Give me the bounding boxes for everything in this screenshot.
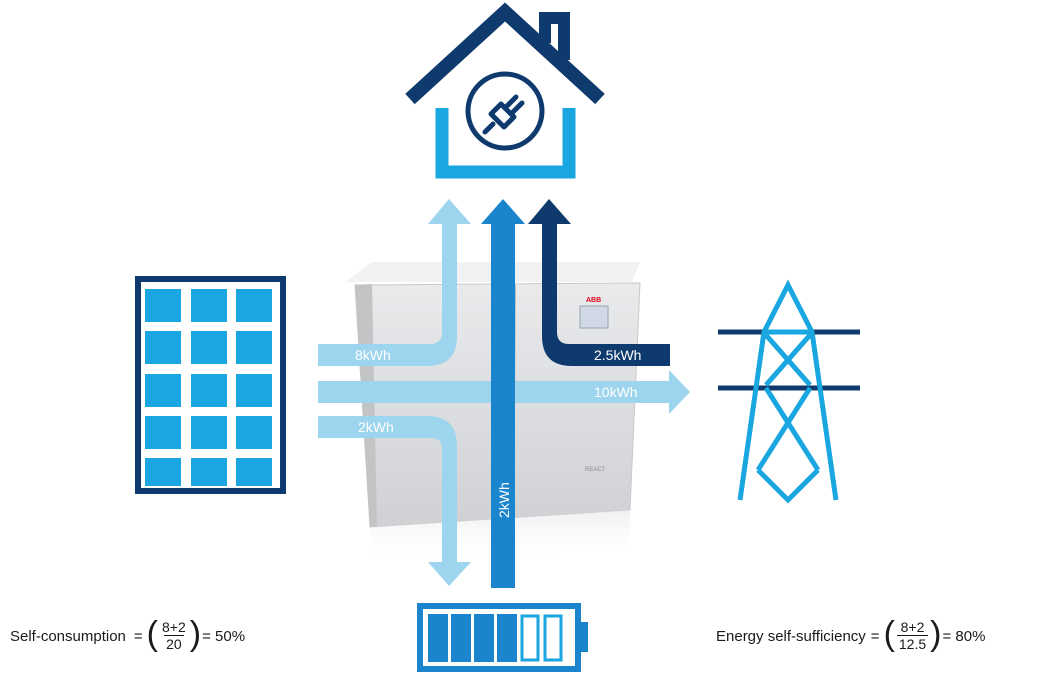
flow-label-grid-home: 2.5kWh bbox=[594, 347, 641, 363]
self-consumption-fraction: 8+2 20 bbox=[160, 620, 188, 651]
fraction-denominator: 12.5 bbox=[896, 635, 929, 652]
self-consumption-result: = 50% bbox=[202, 627, 246, 645]
battery-icon bbox=[417, 603, 588, 672]
house-icon bbox=[405, 2, 605, 179]
flow-label-battery-home: 2kWh bbox=[496, 482, 512, 518]
power-pylon-icon bbox=[718, 279, 860, 504]
equals-sign: = bbox=[133, 627, 143, 645]
flow-solar-to-battery: 2kWh bbox=[318, 416, 471, 586]
right-paren: ) bbox=[930, 615, 942, 653]
flow-label-solar-home: 8kWh bbox=[355, 347, 391, 363]
self-consumption-formula: Self-consumption = ( 8+2 20 ) = 50% bbox=[10, 615, 246, 653]
fraction-denominator: 20 bbox=[164, 635, 184, 652]
fraction-numerator: 8+2 bbox=[162, 619, 186, 636]
plug-icon bbox=[465, 71, 545, 151]
flow-battery-to-home: 2kWh bbox=[481, 199, 525, 588]
flow-solar-to-home: 8kWh bbox=[318, 199, 471, 366]
solar-panel-icon bbox=[135, 276, 286, 494]
self-consumption-label: Self-consumption bbox=[10, 627, 126, 645]
self-sufficiency-result: = 80% bbox=[942, 627, 986, 645]
right-paren: ) bbox=[189, 615, 202, 653]
self-sufficiency-fraction: 8+2 12.5 bbox=[896, 619, 929, 652]
fraction-numerator: 8+2 bbox=[900, 619, 925, 636]
flow-label-solar-battery: 2kWh bbox=[358, 419, 394, 435]
flow-label-solar-grid: 10kWh bbox=[594, 384, 638, 400]
left-paren: ( bbox=[146, 615, 158, 653]
inverter-brand: ABB bbox=[586, 297, 601, 304]
equals-sign: = bbox=[870, 627, 880, 645]
inverter-model: REACT bbox=[585, 467, 606, 473]
self-sufficiency-label: Energy self-sufficiency bbox=[716, 627, 866, 645]
left-paren: ( bbox=[883, 615, 895, 653]
flow-grid-to-home: 2.5kWh bbox=[528, 199, 670, 366]
self-sufficiency-formula: Energy self-sufficiency = ( 8+2 12.5 ) =… bbox=[716, 615, 986, 653]
